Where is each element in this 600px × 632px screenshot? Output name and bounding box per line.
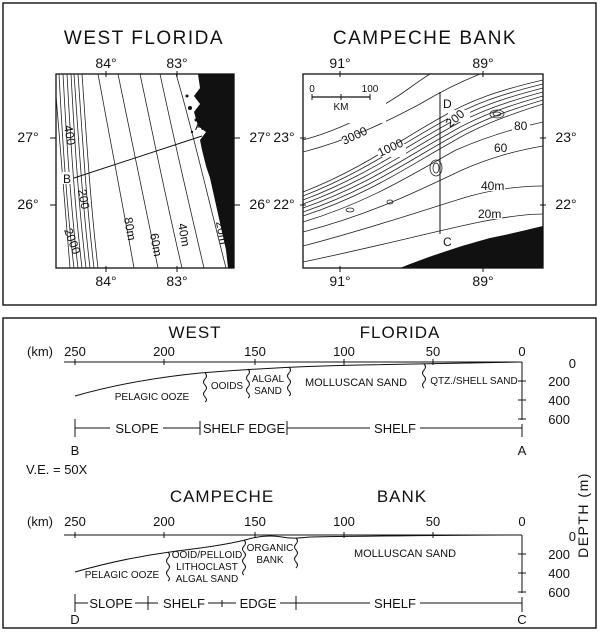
sediment-label: MOLLUSCAN SAND	[354, 548, 456, 560]
scale-bar: 0 100 KM	[306, 77, 386, 123]
km-unit-label: (km)	[27, 344, 53, 359]
sediment-label: OOIDS	[211, 381, 244, 392]
campeche-lat-label: 23°	[273, 129, 294, 145]
west-lon-label: 83°	[166, 55, 187, 71]
campeche-map-title: CAMPECHE BANK	[333, 28, 517, 49]
contour-label: 400	[61, 124, 78, 146]
contour-label: 80m	[121, 216, 139, 241]
km-unit-label: (km)	[27, 514, 53, 529]
sediment-label: ALGAL	[252, 374, 285, 385]
contour-label: 60	[494, 141, 508, 155]
sediment-label: PELAGIC OOZE	[115, 392, 190, 403]
zone-label: SLOPE	[115, 421, 159, 436]
sediment-label: ORGANIC	[247, 543, 294, 554]
campeche-point-label: C	[443, 235, 452, 249]
profile-end-label: A	[518, 443, 527, 458]
zone-label: SHELF	[374, 421, 416, 436]
km-tick-label: 250	[64, 514, 86, 529]
west-lon-label: 83°	[166, 273, 187, 289]
profile-title: WEST	[168, 323, 221, 342]
depth-tick-label: 0	[569, 356, 576, 371]
km-tick-label: 0	[518, 344, 525, 359]
florida-land	[194, 74, 234, 268]
contour-label: 40m	[175, 222, 193, 247]
depth-tick-label: 200	[548, 374, 570, 389]
km-tick-label: 200	[153, 514, 175, 529]
profile-end-label: C	[517, 612, 526, 627]
campeche-lon-label: 89°	[472, 273, 493, 289]
profile-title: BANK	[377, 487, 427, 506]
contour-label: 200	[75, 188, 92, 210]
west-lat-label: 27°	[249, 129, 270, 145]
west-lat-label: 27°	[17, 129, 38, 145]
contour-label: 2000	[61, 226, 83, 256]
svg-text:0: 0	[309, 84, 315, 95]
campeche-lon-label: 89°	[472, 55, 493, 71]
km-tick-label: 250	[64, 344, 86, 359]
sediment-label: ALGAL SAND	[176, 574, 238, 585]
west-florida-map: WEST FLORIDA 84° 83° 84° 83° 27° 26° 27°…	[17, 28, 270, 289]
campeche-bank-profile: CAMPECHE BANK (km) 250 200 150 100 50 0 …	[27, 487, 576, 627]
depth-axis-title: DEPTH (m)	[575, 472, 591, 558]
zone-label: SHELF	[163, 596, 205, 611]
svg-text:100: 100	[362, 84, 379, 95]
contour-label: 60m	[147, 232, 165, 257]
sediment-label: PELAGIC OOZE	[85, 570, 160, 581]
svg-text:KM: KM	[334, 102, 349, 113]
depth-tick-label: 600	[548, 585, 570, 600]
yucatan-land	[400, 226, 543, 268]
km-tick-label: 100	[333, 514, 355, 529]
profile-title: CAMPECHE	[170, 487, 274, 506]
contour-label: 40m	[481, 179, 504, 193]
sediment-label: BANK	[256, 555, 284, 566]
west-point-label: A	[195, 119, 203, 133]
vertical-exaggeration-label: V.E. = 50X	[26, 462, 88, 477]
west-lon-label: 84°	[95, 55, 116, 71]
profile-end-label: B	[71, 443, 80, 458]
top-panel-frame	[2, 2, 597, 306]
depth-tick-label: 400	[548, 566, 570, 581]
km-tick-label: 0	[518, 514, 525, 529]
km-tick-label: 200	[153, 344, 175, 359]
zone-label: SHELF	[374, 596, 416, 611]
sediment-label: OOID/PELLOID	[172, 550, 243, 561]
depth-tick-label: 0	[569, 529, 576, 544]
contour-label: 80	[514, 119, 528, 133]
west-section-line	[73, 135, 203, 179]
sediment-label: MOLLUSCAN SAND	[305, 377, 407, 389]
campeche-lat-label: 23°	[555, 129, 576, 145]
west-map-title: WEST FLORIDA	[64, 28, 224, 49]
km-tick-label: 100	[333, 344, 355, 359]
zone-label: SLOPE	[89, 596, 133, 611]
west-lat-label: 26°	[249, 196, 270, 212]
west-point-label: B	[63, 172, 71, 186]
depth-tick-label: 400	[548, 393, 570, 408]
campeche-point-label: D	[443, 97, 452, 111]
campeche-lon-label: 91°	[329, 55, 350, 71]
west-florida-profile: WEST FLORIDA (km) 250 200 150 100 50 0	[27, 323, 576, 458]
west-lat-label: 26°	[17, 196, 38, 212]
depth-tick-label: 600	[548, 412, 570, 427]
contour-label: 20m	[213, 220, 231, 245]
campeche-lat-label: 22°	[273, 196, 294, 212]
km-tick-label: 50	[426, 514, 440, 529]
sediment-label: LITHOCLAST	[176, 562, 238, 573]
campeche-lat-label: 22°	[555, 196, 576, 212]
campeche-lon-label: 91°	[329, 273, 350, 289]
west-lon-label: 84°	[95, 273, 116, 289]
sediment-label: QTZ./SHELL SAND	[430, 376, 517, 387]
profile-end-label: D	[70, 612, 79, 627]
campeche-bank-map: CAMPECHE BANK 91° 89° 91° 89° 23° 22° 23…	[273, 28, 576, 289]
km-tick-label: 150	[244, 344, 266, 359]
km-tick-label: 150	[244, 514, 266, 529]
zone-label: SHELF EDGE	[203, 421, 286, 436]
sediment-label: SAND	[254, 386, 282, 397]
contour-label: 20m	[478, 207, 501, 221]
bottom-panel-frame	[2, 317, 597, 629]
profile-title: FLORIDA	[360, 323, 441, 342]
km-tick-label: 50	[426, 344, 440, 359]
zone-label: EDGE	[240, 596, 277, 611]
depth-tick-label: 200	[548, 547, 570, 562]
